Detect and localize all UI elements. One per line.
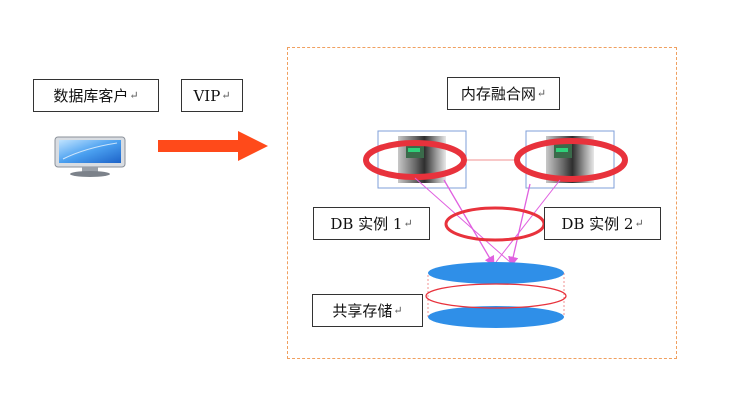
db-instance-1-label: DB 实例 1 xyxy=(330,215,403,233)
db-instance-2-label-box: DB 实例 2↵ xyxy=(544,207,661,240)
interconnect-label: 内存融合网 xyxy=(460,85,536,103)
shared-storage-label-box: 共享存储↵ xyxy=(312,294,423,327)
interconnect-label-box: 内存融合网↵ xyxy=(447,77,560,110)
return-mark: ↵ xyxy=(221,89,231,102)
client-label-box: 数据库客户↵ xyxy=(33,79,159,112)
return-mark: ↵ xyxy=(634,217,644,230)
memory-ring xyxy=(444,206,546,242)
arrow-to-cluster xyxy=(158,131,268,161)
shared-storage-label: 共享存储 xyxy=(332,302,393,320)
server-2-ring xyxy=(514,138,628,182)
cluster-frame xyxy=(287,47,677,359)
return-mark: ↵ xyxy=(536,87,547,100)
link-instance-2-storage xyxy=(508,183,531,268)
db-instance-1-label-box: DB 实例 1↵ xyxy=(313,207,430,240)
return-mark: ↵ xyxy=(129,89,139,102)
return-mark: ↵ xyxy=(403,217,413,230)
link-cross-2 xyxy=(495,179,561,263)
server-1-ring xyxy=(363,140,467,180)
vip-label-box: VIP↵ xyxy=(181,79,243,112)
disk-stack-icon xyxy=(425,262,567,328)
db-instance-2-label: DB 实例 2 xyxy=(561,215,634,233)
link-instance-1-storage xyxy=(443,179,495,267)
link-cross-1 xyxy=(414,177,511,263)
client-label: 数据库客户 xyxy=(53,87,129,105)
vip-label: VIP xyxy=(193,86,221,105)
monitor-icon xyxy=(54,136,126,177)
return-mark: ↵ xyxy=(393,304,403,317)
